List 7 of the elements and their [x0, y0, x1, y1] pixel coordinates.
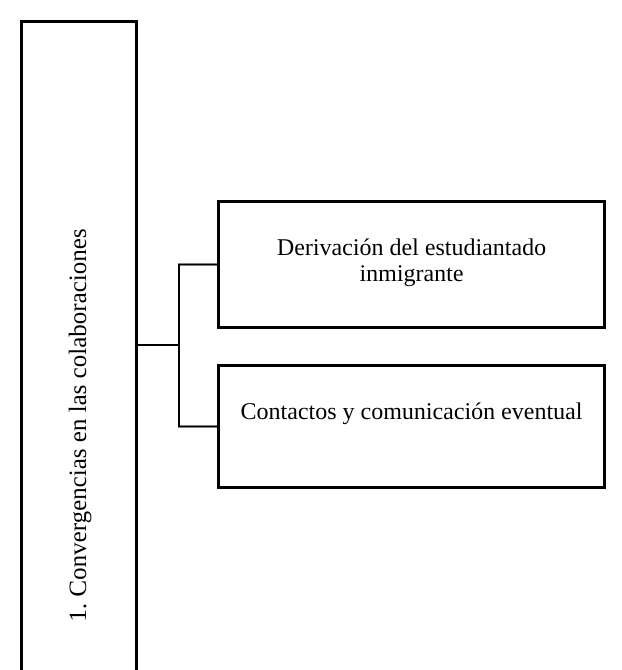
subcategory-box [217, 364, 606, 489]
category-box [20, 20, 138, 670]
subcategory-label: Derivación del estudiantado inmigrante [276, 235, 548, 287]
subcategory-box [217, 200, 606, 329]
subcategory-label: Contactos y comunicación eventual [240, 399, 582, 425]
category-label: 1. Convergencias en las colaboraciones [64, 228, 94, 622]
connector-line [138, 344, 217, 428]
